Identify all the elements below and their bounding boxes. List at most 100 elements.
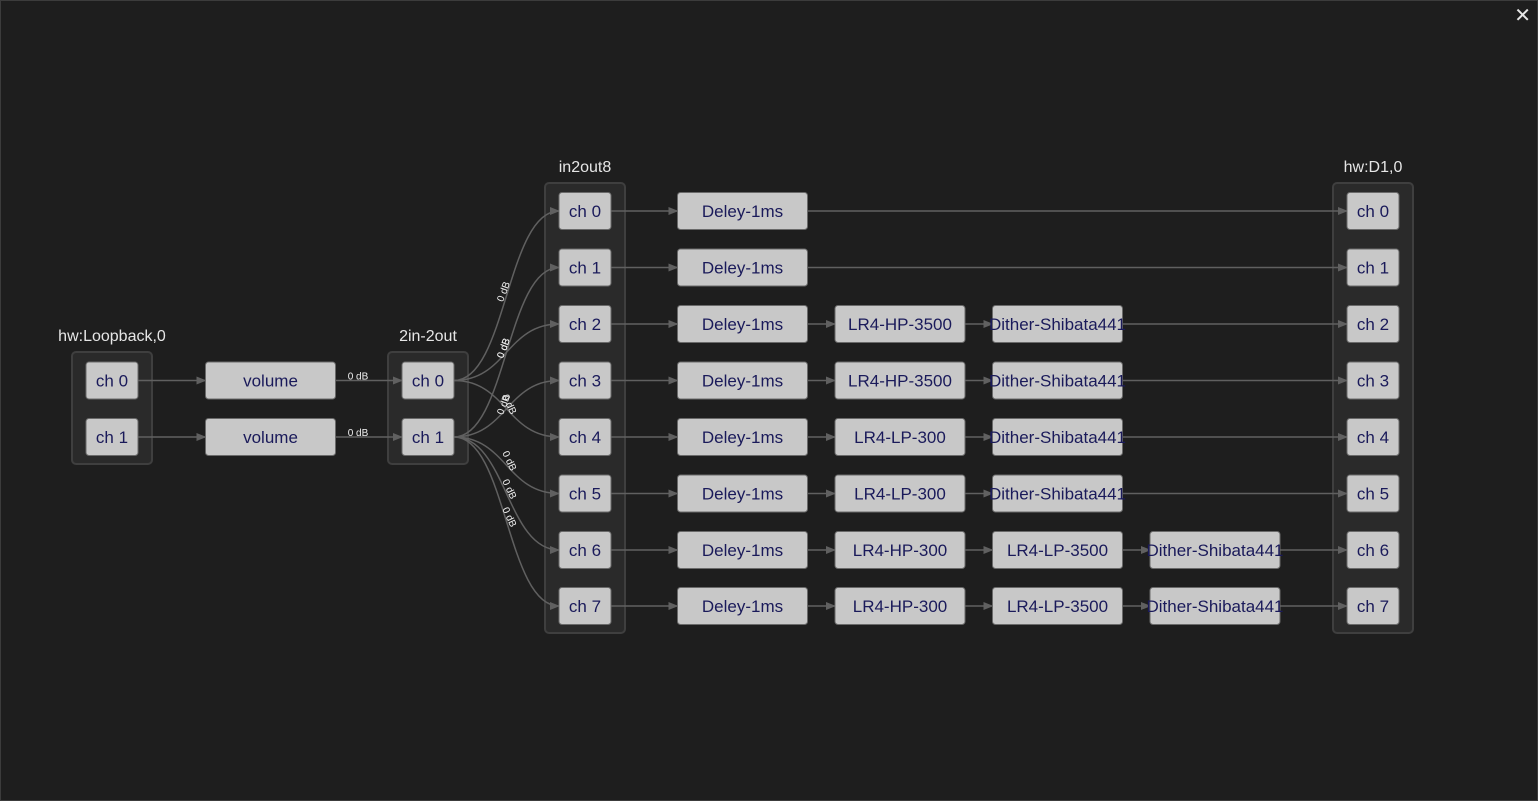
g-in2out8-ch-7-label: ch 7 <box>569 597 601 616</box>
g-loopback-ch-1[interactable]: ch 1 <box>85 418 139 456</box>
edge-mixer-1-to-1 <box>453 263 560 438</box>
filter-node-6-0-deley-1ms-label: Deley-1ms <box>702 541 783 560</box>
g-hwd1-ch-7[interactable]: ch 7 <box>1346 587 1400 625</box>
filter-node-7-2-lr4-lp-3500[interactable]: LR4-LP-3500 <box>992 587 1123 625</box>
g-in2out8-ch-4[interactable]: ch 4 <box>558 418 612 456</box>
filter-node-5-0-deley-1ms[interactable]: Deley-1ms <box>677 474 808 513</box>
filter-node-2-0-deley-1ms-box <box>677 305 808 343</box>
filter-node-3-1-lr4-hp-3500[interactable]: LR4-HP-3500 <box>834 361 966 400</box>
g-hwd1-ch-5[interactable]: ch 5 <box>1346 474 1400 513</box>
g-in2out8-ch-0[interactable]: ch 0 <box>558 192 612 230</box>
g-in2out8-ch-1[interactable]: ch 1 <box>558 248 612 287</box>
g-2in2out-ch-1[interactable]: ch 1 <box>401 418 455 456</box>
filter-node-6-0-deley-1ms[interactable]: Deley-1ms <box>677 531 808 569</box>
g-hwd1-ch-5-label: ch 5 <box>1357 485 1389 504</box>
g-in2out8-ch-5-box <box>558 474 612 513</box>
volume-node-1[interactable]: volume <box>205 418 336 456</box>
filter-node-2-2-dither-shibata441-box <box>992 305 1123 343</box>
filter-node-1-0-deley-1ms-box <box>677 248 808 287</box>
g-hwd1-ch-0[interactable]: ch 0 <box>1346 192 1400 230</box>
g-hwd1-ch-3-box <box>1346 361 1400 400</box>
filter-node-5-1-lr4-lp-300[interactable]: LR4-LP-300 <box>834 474 966 513</box>
g-hwd1-ch-3-label: ch 3 <box>1357 372 1389 391</box>
filter-node-5-2-dither-shibata441-box <box>992 474 1123 513</box>
filter-node-1-0-deley-1ms-label: Deley-1ms <box>702 259 783 278</box>
g-hwd1-ch-2[interactable]: ch 2 <box>1346 305 1400 343</box>
filter-node-3-2-dither-shibata441[interactable]: Dither-Shibata441 <box>989 361 1126 400</box>
edge-mixer-1-to-3 <box>453 376 560 438</box>
g-in2out8-ch-7[interactable]: ch 7 <box>558 587 612 625</box>
filter-node-7-2-lr4-lp-3500-box <box>992 587 1123 625</box>
volume-node-1-box <box>205 418 336 456</box>
volume-node-0-box <box>205 361 336 400</box>
gain-label-mixer-1-7: 0 dB <box>499 506 518 530</box>
edge-mixer-1-to-6 <box>453 436 560 554</box>
g-in2out8-ch-1-label: ch 1 <box>569 259 601 278</box>
filter-node-4-0-deley-1ms[interactable]: Deley-1ms <box>677 418 808 456</box>
filter-node-4-2-dither-shibata441-box <box>992 418 1123 456</box>
filter-node-6-0-deley-1ms-box <box>677 531 808 569</box>
filter-node-7-0-deley-1ms[interactable]: Deley-1ms <box>677 587 808 625</box>
filter-node-5-1-lr4-lp-300-box <box>834 474 966 513</box>
filter-node-0-0-deley-1ms-box <box>677 192 808 230</box>
filter-node-0-0-deley-1ms-label: Deley-1ms <box>702 202 783 221</box>
filter-node-6-2-lr4-lp-3500[interactable]: LR4-LP-3500 <box>992 531 1123 569</box>
g-in2out8-ch-7-box <box>558 587 612 625</box>
filter-node-2-2-dither-shibata441[interactable]: Dither-Shibata441 <box>989 305 1126 343</box>
g-loopback-ch-1-box <box>85 418 139 456</box>
g-hwd1-ch-4-label: ch 4 <box>1357 428 1389 447</box>
g-hwd1-ch-4[interactable]: ch 4 <box>1346 418 1400 456</box>
g-in2out8-ch-4-label: ch 4 <box>569 428 601 447</box>
filter-node-2-1-lr4-hp-3500-box <box>834 305 966 343</box>
g-in2out8-ch-6-label: ch 6 <box>569 541 601 560</box>
g-in2out8-ch-3[interactable]: ch 3 <box>558 361 612 400</box>
filter-node-6-1-lr4-hp-300[interactable]: LR4-HP-300 <box>834 531 966 569</box>
close-icon[interactable]: ✕ <box>1514 3 1531 27</box>
g-in2out8-ch-6[interactable]: ch 6 <box>558 531 612 569</box>
filter-node-7-3-dither-shibata441-label: Dither-Shibata441 <box>1146 597 1283 616</box>
g-in2out8-ch-5[interactable]: ch 5 <box>558 474 612 513</box>
g-hwd1-ch-1[interactable]: ch 1 <box>1346 248 1400 287</box>
g-in2out8-ch-0-label: ch 0 <box>569 202 601 221</box>
filter-node-7-1-lr4-hp-300[interactable]: LR4-HP-300 <box>834 587 966 625</box>
g-in2out8-ch-2[interactable]: ch 2 <box>558 305 612 343</box>
gain-label-volume-1: 0 dB <box>348 428 369 439</box>
g-hwd1-ch-4-box <box>1346 418 1400 456</box>
filter-node-2-1-lr4-hp-3500[interactable]: LR4-HP-3500 <box>834 305 966 343</box>
filter-node-3-0-deley-1ms[interactable]: Deley-1ms <box>677 361 808 400</box>
g-hwd1-ch-6-box <box>1346 531 1400 569</box>
g-2in2out-ch-0[interactable]: ch 0 <box>401 361 455 400</box>
filter-node-6-1-lr4-hp-300-box <box>834 531 966 569</box>
g-in2out8-ch-3-box <box>558 361 612 400</box>
filter-node-7-3-dither-shibata441[interactable]: Dither-Shibata441 <box>1146 587 1284 625</box>
filter-node-6-3-dither-shibata441-box <box>1149 531 1281 569</box>
g-hwd1-ch-3[interactable]: ch 3 <box>1346 361 1400 400</box>
filter-node-0-0-deley-1ms[interactable]: Deley-1ms <box>677 192 808 230</box>
filter-node-4-2-dither-shibata441[interactable]: Dither-Shibata441 <box>989 418 1126 456</box>
g-hwd1-ch-1-box <box>1346 248 1400 287</box>
filter-node-1-0-deley-1ms[interactable]: Deley-1ms <box>677 248 808 287</box>
filter-node-7-2-lr4-lp-3500-label: LR4-LP-3500 <box>1007 597 1108 616</box>
filter-node-4-1-lr4-lp-300[interactable]: LR4-LP-300 <box>834 418 966 456</box>
g-hwd1-ch-6-label: ch 6 <box>1357 541 1389 560</box>
g-in2out8-title: in2out8 <box>559 159 612 176</box>
filter-node-5-2-dither-shibata441[interactable]: Dither-Shibata441 <box>989 474 1126 513</box>
volume-node-0[interactable]: volume <box>205 361 336 400</box>
g-hwd1-ch-6[interactable]: ch 6 <box>1346 531 1400 569</box>
g-hwd1-ch-2-label: ch 2 <box>1357 315 1389 334</box>
g-2in2out-ch-0-label: ch 0 <box>412 372 444 391</box>
volume-node-0-label: volume <box>243 372 298 391</box>
g-hwd1-ch-5-box <box>1346 474 1400 513</box>
filter-node-3-0-deley-1ms-box <box>677 361 808 400</box>
g-2in2out-ch-0-box <box>401 361 455 400</box>
g-loopback-ch-0[interactable]: ch 0 <box>85 361 139 400</box>
filter-node-2-0-deley-1ms[interactable]: Deley-1ms <box>677 305 808 343</box>
g-hwd1-ch-2-box <box>1346 305 1400 343</box>
g-in2out8-ch-2-label: ch 2 <box>569 315 601 334</box>
filter-node-6-3-dither-shibata441[interactable]: Dither-Shibata441 <box>1146 531 1284 569</box>
g-2in2out-ch-1-label: ch 1 <box>412 428 444 447</box>
g-hwd1-title: hw:D1,0 <box>1344 159 1403 176</box>
filter-node-7-0-deley-1ms-box <box>677 587 808 625</box>
